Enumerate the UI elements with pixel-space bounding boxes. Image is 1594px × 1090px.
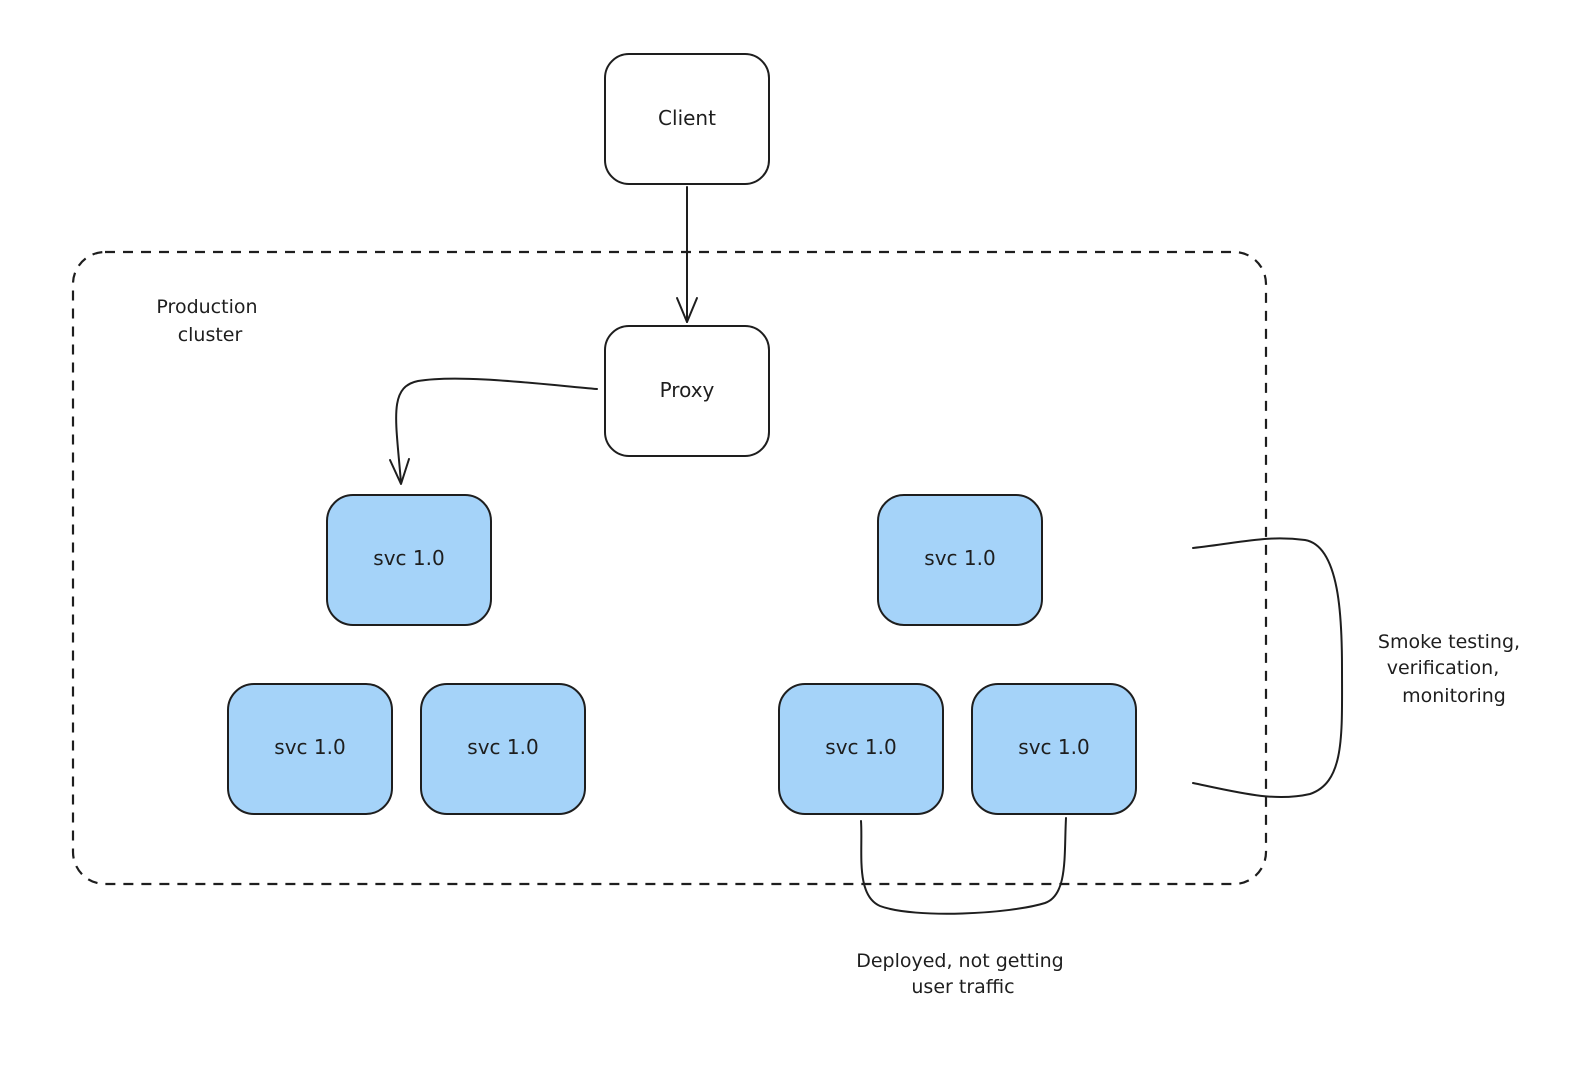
bottom-annotation: Deployed, not getting user traffic	[856, 950, 1070, 998]
svc-node-left-bottom-1[interactable]: svc 1.0	[227, 683, 393, 815]
svc-node-left-top[interactable]: svc 1.0	[326, 494, 492, 626]
right-annotation: Smoke testing, verification, monitoring	[1378, 631, 1526, 707]
bottom-brace	[860, 817, 1067, 915]
client-label: Client	[658, 106, 716, 130]
proxy-node[interactable]: Proxy	[604, 325, 770, 457]
svc-label: svc 1.0	[373, 546, 444, 570]
svc-label: svc 1.0	[825, 735, 896, 759]
right-brace	[1192, 537, 1344, 799]
cluster-label-line2: cluster	[178, 324, 243, 346]
proxy-to-svc-arrow	[389, 377, 598, 485]
bottom-annotation-line1: Deployed, not getting	[856, 950, 1064, 972]
client-node[interactable]: Client	[604, 53, 770, 185]
svc-label: svc 1.0	[1018, 735, 1089, 759]
svc-label: svc 1.0	[274, 735, 345, 759]
svc-node-right-top[interactable]: svc 1.0	[877, 494, 1043, 626]
right-annotation-line2: verification,	[1387, 657, 1500, 679]
svc-node-right-bottom-1[interactable]: svc 1.0	[778, 683, 944, 815]
right-annotation-line1: Smoke testing,	[1378, 631, 1520, 653]
right-annotation-line3: monitoring	[1402, 685, 1506, 707]
cluster-label: Production cluster	[156, 296, 263, 346]
svc-label: svc 1.0	[467, 735, 538, 759]
bottom-annotation-line2: user traffic	[911, 976, 1014, 998]
cluster-label-line1: Production	[156, 296, 257, 318]
svc-node-left-bottom-2[interactable]: svc 1.0	[420, 683, 586, 815]
proxy-label: Proxy	[660, 378, 715, 402]
production-cluster-boundary	[71, 250, 1268, 886]
client-to-proxy-arrow	[676, 186, 698, 323]
svc-label: svc 1.0	[924, 546, 995, 570]
svc-node-right-bottom-2[interactable]: svc 1.0	[971, 683, 1137, 815]
